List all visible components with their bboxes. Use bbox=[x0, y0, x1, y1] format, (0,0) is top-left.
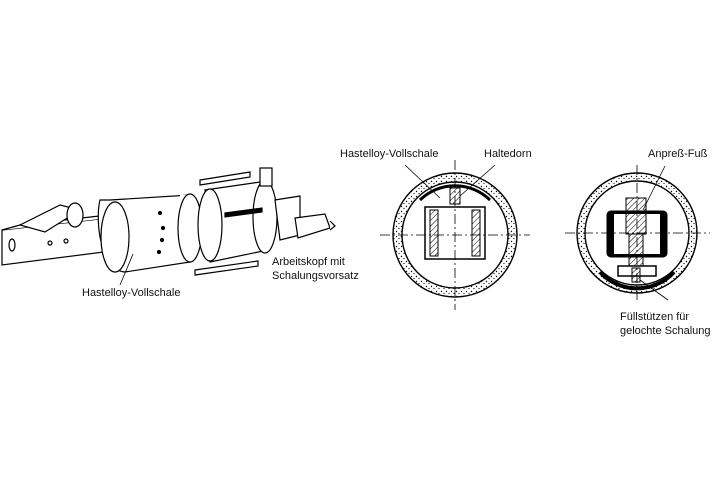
label-working-head-line2: Schalungsvorsatz bbox=[272, 270, 359, 282]
cross-section-holding-mandrel bbox=[380, 160, 530, 310]
label-fill-nozzle-line1: Füllstützen für bbox=[620, 311, 690, 323]
label-fill-nozzle-line2: gelochte Schalung bbox=[620, 325, 711, 337]
cross-section-pressure-foot bbox=[565, 165, 710, 301]
label-working-head-line1: Arbeitskopf mit bbox=[272, 256, 345, 268]
machine-drawing bbox=[1, 167, 336, 276]
label-shell-middle: Hastelloy-Vollschale bbox=[340, 148, 439, 160]
label-pressure-foot: Anpreß-Fuß bbox=[648, 148, 708, 160]
label-shell-left: Hastelloy-Vollschale bbox=[82, 287, 181, 299]
label-mandrel: Haltedorn bbox=[484, 148, 532, 160]
